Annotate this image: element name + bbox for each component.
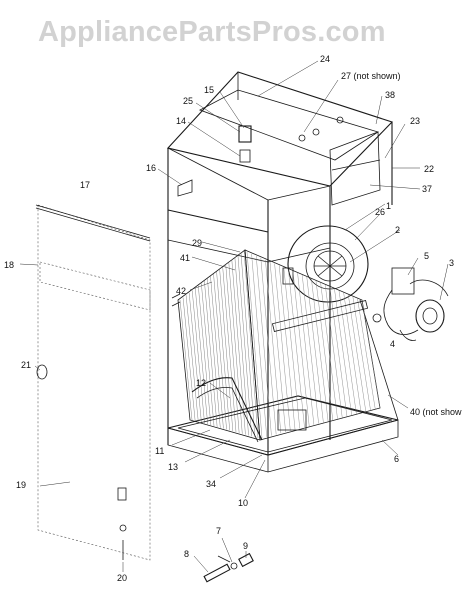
leader-lines xyxy=(19,60,449,573)
callout-8: 8 xyxy=(184,549,189,559)
blower-assembly xyxy=(282,225,369,303)
callout-38: 38 xyxy=(385,90,395,100)
callout-26: 26 xyxy=(375,207,385,217)
callout-5: 5 xyxy=(424,251,429,261)
callout-1: 1 xyxy=(386,201,391,211)
cabinet-housing xyxy=(166,71,399,473)
callout-labels: 1 2 3 4 5 6 7 8 9 10 11 12 13 14 15 16 1… xyxy=(4,54,462,583)
callout-18: 18 xyxy=(4,260,14,270)
callout-21: 21 xyxy=(21,360,31,370)
evaporator-coil xyxy=(177,249,393,453)
callout-24: 24 xyxy=(320,54,330,64)
callout-12: 12 xyxy=(196,378,206,388)
blower-motor xyxy=(372,267,449,341)
callout-10: 10 xyxy=(238,498,248,508)
callout-11: 11 xyxy=(155,446,164,456)
callout-13: 13 xyxy=(168,462,178,472)
callout-15: 15 xyxy=(204,85,214,95)
callout-25: 25 xyxy=(183,96,193,106)
callout-23: 23 xyxy=(410,116,420,126)
callout-2: 2 xyxy=(395,225,400,235)
callout-14: 14 xyxy=(176,116,186,126)
drain-fitting xyxy=(203,552,254,583)
callout-20: 20 xyxy=(117,573,127,583)
callout-4: 4 xyxy=(390,339,395,349)
callout-6: 6 xyxy=(394,454,399,464)
callout-19: 19 xyxy=(16,480,26,490)
callout-42: 42 xyxy=(176,286,186,296)
callout-9: 9 xyxy=(243,541,248,551)
callout-34: 34 xyxy=(206,479,216,489)
callout-16: 16 xyxy=(146,163,156,173)
callout-7: 7 xyxy=(216,526,221,536)
callout-37: 37 xyxy=(422,184,432,194)
callout-40: 40 (not show xyxy=(410,407,462,417)
callout-3: 3 xyxy=(449,258,454,268)
callout-41: 41 xyxy=(180,253,190,263)
callout-27: 27 (not shown) xyxy=(341,71,401,81)
callout-17: 17 xyxy=(80,180,90,190)
watermark-text: AppliancePartsPros.com xyxy=(38,16,386,48)
callout-29: 29 xyxy=(192,238,202,248)
front-panels xyxy=(35,204,151,561)
callout-22: 22 xyxy=(424,164,434,174)
